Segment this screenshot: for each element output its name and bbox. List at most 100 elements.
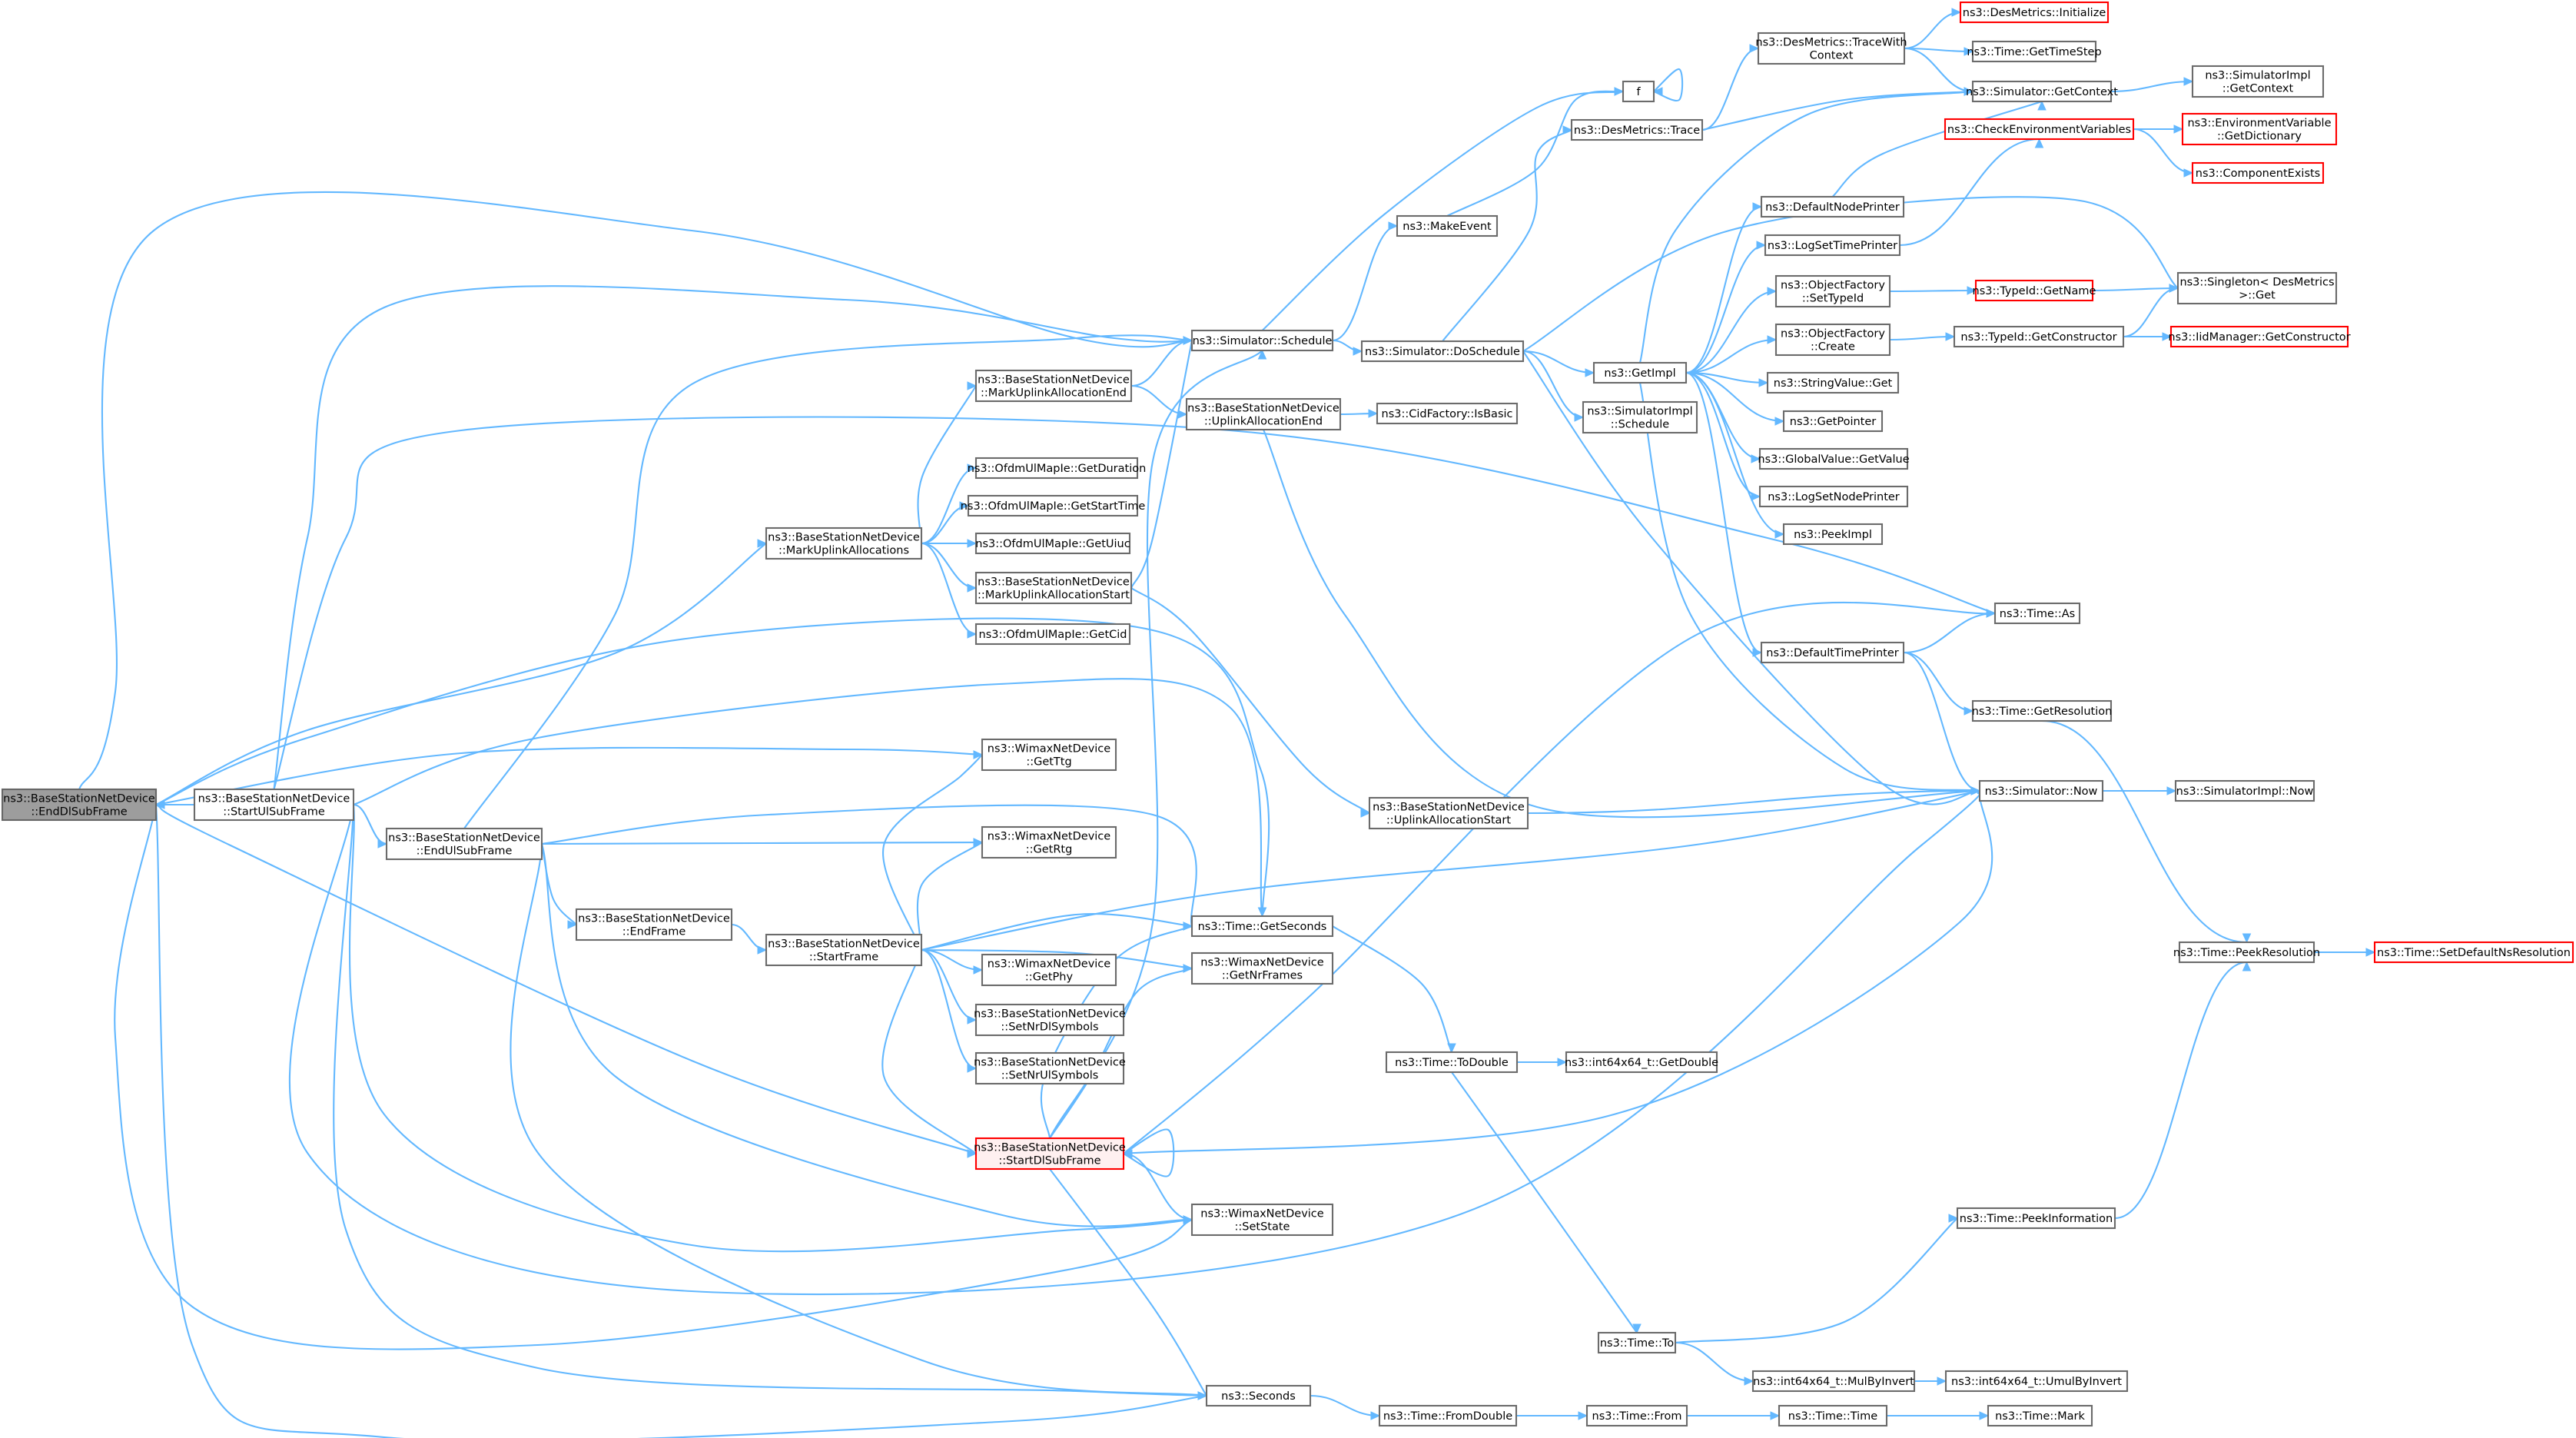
graph-node-ofSetTypeId[interactable]: ns3::ObjectFactory::SetTypeId xyxy=(1774,274,1891,308)
graph-node-getRtg[interactable]: ns3::WimaxNetDevice::GetRtg xyxy=(981,825,1117,859)
node-box[interactable] xyxy=(1190,329,1334,352)
graph-node-logSetNodePrinter[interactable]: ns3::LogSetNodePrinter xyxy=(1758,485,1909,508)
graph-node-stringValueGet[interactable]: ns3::StringValue::Get xyxy=(1766,371,1900,394)
graph-node-mulByInvert[interactable]: ns3::int64x64_t::MulByInvert xyxy=(1751,1370,1916,1393)
node-box[interactable] xyxy=(2169,325,2349,348)
node-box[interactable] xyxy=(575,908,733,942)
graph-node-timeTo[interactable]: ns3::Time::To xyxy=(1597,1331,1677,1354)
graph-node-getPointer[interactable]: ns3::GetPointer xyxy=(1782,410,1884,433)
graph-node-markUAStart[interactable]: ns3::BaseStationNetDevice::MarkUplinkAll… xyxy=(974,571,1133,605)
node-box[interactable] xyxy=(1971,40,2097,63)
graph-node-getPhy[interactable]: ns3::WimaxNetDevice::GetPhy xyxy=(981,953,1117,987)
graph-node-markUAlloc[interactable]: ns3::BaseStationNetDevice::MarkUplinkAll… xyxy=(765,526,923,560)
graph-node-peekImpl[interactable]: ns3::PeekImpl xyxy=(1782,523,1884,546)
graph-node-getTimeStep[interactable]: ns3::Time::GetTimeStep xyxy=(1967,40,2102,63)
graph-node-defTimePrinter[interactable]: ns3::DefaultTimePrinter xyxy=(1760,641,1905,664)
node-box[interactable] xyxy=(1953,325,2125,348)
graph-node-uaStart[interactable]: ns3::BaseStationNetDevice::UplinkAllocat… xyxy=(1368,796,1529,830)
node-box[interactable] xyxy=(1956,1207,2116,1230)
node-box[interactable] xyxy=(974,571,1133,605)
node-box[interactable] xyxy=(1,788,158,822)
node-box[interactable] xyxy=(1360,340,1525,363)
graph-node-envGetDict[interactable]: ns3::EnvironmentVariable::GetDictionary xyxy=(2181,112,2338,146)
graph-node-getSeconds[interactable]: ns3::Time::GetSeconds xyxy=(1190,915,1334,938)
node-box[interactable] xyxy=(1565,1051,1718,1074)
graph-node-getCid[interactable]: ns3::OfdmUlMapIe::GetCid xyxy=(974,623,1131,646)
node-box[interactable] xyxy=(1585,1404,1688,1427)
node-box[interactable] xyxy=(385,827,543,861)
node-box[interactable] xyxy=(1385,1051,1519,1074)
graph-node-simNow[interactable]: ns3::Simulator::Now xyxy=(1978,779,2104,802)
graph-node-toDouble[interactable]: ns3::Time::ToDouble xyxy=(1385,1051,1519,1074)
node-box[interactable] xyxy=(1766,371,1900,394)
graph-node-typeIdGetName[interactable]: ns3::TypeId::GetName xyxy=(1973,279,2096,302)
node-box[interactable] xyxy=(974,457,1139,480)
graph-node-checkEnv[interactable]: ns3::CheckEnvironmentVariables xyxy=(1944,118,2135,141)
node-box[interactable] xyxy=(1758,447,1909,470)
graph-node-timeMark[interactable]: ns3::Time::Mark xyxy=(1987,1404,2093,1427)
node-box[interactable] xyxy=(1974,279,2094,302)
graph-node-f[interactable]: f xyxy=(1622,80,1655,103)
graph-node-setNrDl[interactable]: ns3::BaseStationNetDevice::SetNrDlSymbol… xyxy=(974,1003,1126,1037)
node-box[interactable] xyxy=(1760,641,1905,664)
graph-node-getStartTime[interactable]: ns3::OfdmUlMapIe::GetStartTime xyxy=(961,494,1146,517)
node-box[interactable] xyxy=(1987,1404,2093,1427)
node-box[interactable] xyxy=(1185,397,1342,431)
graph-node-getImpl[interactable]: ns3::GetImpl xyxy=(1592,361,1688,384)
node-box[interactable] xyxy=(967,494,1139,517)
node-box[interactable] xyxy=(1622,80,1655,103)
graph-node-dmInitialize[interactable]: ns3::DesMetrics::Initialize xyxy=(1959,1,2110,24)
node-box[interactable] xyxy=(1971,80,2113,103)
node-box[interactable] xyxy=(1971,699,2113,722)
node-box[interactable] xyxy=(1782,410,1884,433)
graph-node-iidGetCtor[interactable]: ns3::IidManager::GetConstructor xyxy=(2168,325,2351,348)
graph-node-getNrFrames[interactable]: ns3::WimaxNetDevice::GetNrFrames xyxy=(1190,951,1334,985)
graph-node-logSetTimePrinter[interactable]: ns3::LogSetTimePrinter xyxy=(1764,234,1901,257)
node-box[interactable] xyxy=(981,738,1117,772)
graph-node-startUl[interactable]: ns3::BaseStationNetDevice::StartUlSubFra… xyxy=(193,788,355,822)
node-box[interactable] xyxy=(1944,118,2135,141)
graph-node-getDouble[interactable]: ns3::int64x64_t::GetDouble xyxy=(1565,1051,1718,1074)
node-box[interactable] xyxy=(1978,779,2104,802)
node-box[interactable] xyxy=(193,788,355,822)
node-box[interactable] xyxy=(1774,274,1891,308)
node-box[interactable] xyxy=(974,1137,1125,1171)
graph-node-doSchedule[interactable]: ns3::Simulator::DoSchedule xyxy=(1360,340,1525,363)
node-box[interactable] xyxy=(981,825,1117,859)
graph-node-componentExists[interactable]: ns3::ComponentExists xyxy=(2191,161,2325,184)
node-box[interactable] xyxy=(1190,1203,1334,1237)
graph-node-endDl[interactable]: ns3::BaseStationNetDevice::EndDlSubFrame xyxy=(1,788,158,822)
node-box[interactable] xyxy=(1190,951,1334,985)
graph-node-defNodePrinter[interactable]: ns3::DefaultNodePrinter xyxy=(1760,195,1905,218)
node-box[interactable] xyxy=(1751,1370,1916,1393)
graph-node-endUl[interactable]: ns3::BaseStationNetDevice::EndUlSubFrame xyxy=(385,827,543,861)
graph-node-timeFrom[interactable]: ns3::Time::From xyxy=(1585,1404,1688,1427)
graph-node-seconds[interactable]: ns3::Seconds xyxy=(1205,1384,1312,1407)
graph-node-setState[interactable]: ns3::WimaxNetDevice::SetState xyxy=(1190,1203,1334,1237)
graph-node-simImplNow[interactable]: ns3::SimulatorImpl::Now xyxy=(2174,779,2315,802)
node-box[interactable] xyxy=(974,1003,1125,1037)
node-box[interactable] xyxy=(1774,323,1891,357)
graph-node-schedule[interactable]: ns3::Simulator::Schedule xyxy=(1190,329,1334,352)
node-box[interactable] xyxy=(2373,941,2574,964)
graph-node-simImplSchedule[interactable]: ns3::SimulatorImpl::Schedule xyxy=(1582,400,1698,434)
node-box[interactable] xyxy=(974,1051,1125,1085)
graph-node-makeEvent[interactable]: ns3::MakeEvent xyxy=(1396,214,1499,237)
node-box[interactable] xyxy=(1757,32,1906,65)
graph-node-markUAEnd[interactable]: ns3::BaseStationNetDevice::MarkUplinkAll… xyxy=(974,369,1133,403)
node-box[interactable] xyxy=(1205,1384,1312,1407)
graph-node-peekResolution[interactable]: ns3::Time::PeekResolution xyxy=(2173,941,2320,964)
graph-node-timeAs[interactable]: ns3::Time::As xyxy=(1993,602,2081,625)
node-box[interactable] xyxy=(2176,271,2338,305)
node-box[interactable] xyxy=(2174,779,2315,802)
graph-node-setDefaultNsRes[interactable]: ns3::Time::SetDefaultNsResolution xyxy=(2373,941,2574,964)
graph-node-singletonGet[interactable]: ns3::Singleton< DesMetrics>::Get xyxy=(2176,271,2338,305)
graph-node-fromDouble[interactable]: ns3::Time::FromDouble xyxy=(1378,1404,1518,1427)
graph-node-startFrame[interactable]: ns3::BaseStationNetDevice::StartFrame xyxy=(765,933,923,967)
node-box[interactable] xyxy=(1959,1,2110,24)
node-box[interactable] xyxy=(1782,523,1884,546)
graph-node-gvGetValue[interactable]: ns3::GlobalValue::GetValue xyxy=(1758,447,1910,470)
node-box[interactable] xyxy=(981,953,1117,987)
node-box[interactable] xyxy=(1190,915,1334,938)
node-box[interactable] xyxy=(1758,485,1909,508)
